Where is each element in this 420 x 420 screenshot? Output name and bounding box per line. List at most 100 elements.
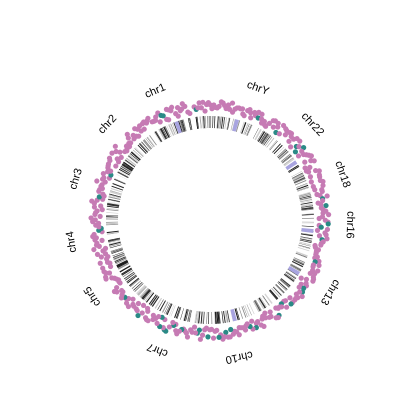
ideogram-band	[121, 267, 132, 275]
ideogram-band	[238, 307, 244, 319]
scatter-point	[306, 169, 312, 175]
ideogram-band	[294, 178, 306, 184]
ideogram-band	[108, 240, 121, 245]
ideogram-band	[286, 271, 297, 279]
ideogram-band	[254, 300, 262, 311]
ideogram-band	[271, 287, 281, 298]
scatter-point	[91, 231, 97, 238]
ideogram-band	[106, 224, 119, 226]
ideogram-band	[207, 116, 208, 129]
ideogram-band	[132, 149, 143, 159]
ideogram-band	[301, 221, 314, 223]
scatter-point	[157, 119, 163, 125]
ideogram-band	[259, 297, 267, 308]
scatter-point	[100, 171, 106, 177]
ideogram-band	[200, 311, 203, 324]
ideogram-band	[260, 296, 267, 308]
ideogram-band	[261, 134, 270, 145]
ideogram-band	[111, 185, 124, 191]
ideogram-band	[161, 301, 168, 313]
ideogram-band	[277, 282, 287, 291]
ideogram-band	[227, 117, 231, 130]
scatter-point	[128, 140, 134, 146]
ideogram-band	[300, 199, 313, 203]
ideogram-band	[114, 178, 126, 184]
scatter-point	[287, 295, 293, 301]
scatter-point	[109, 275, 115, 281]
ideogram-band	[300, 233, 313, 237]
scatter-point	[225, 102, 232, 108]
ideogram-band	[116, 259, 128, 266]
ideogram-band	[119, 168, 130, 176]
ideogram-band	[109, 193, 121, 198]
ideogram-band	[119, 265, 131, 273]
ideogram-band	[170, 123, 176, 135]
scatter-point	[319, 188, 325, 194]
ideogram-band	[241, 306, 247, 318]
ideogram-band	[269, 140, 278, 151]
ideogram-band	[139, 143, 149, 153]
ideogram-band	[115, 258, 127, 265]
ideogram-band	[273, 144, 283, 155]
scatter-point	[154, 320, 160, 326]
ideogram-band	[169, 124, 175, 136]
ideogram-band	[170, 305, 176, 317]
chromosome-label-chr2: chr2	[96, 113, 119, 137]
ideogram-band	[106, 230, 119, 234]
scatter-point	[111, 288, 118, 295]
scatter-point	[202, 108, 208, 114]
scatter-point	[298, 275, 304, 281]
scatter-point	[200, 99, 206, 105]
ideogram-band	[106, 218, 119, 220]
ideogram-band	[175, 306, 181, 319]
ideogram-band	[137, 144, 147, 154]
ideogram-band	[280, 279, 290, 288]
ideogram-band	[293, 258, 305, 265]
ideogram-band	[154, 297, 162, 309]
scatter-point	[302, 159, 308, 165]
ideogram-band	[189, 310, 193, 323]
ideogram-band	[269, 290, 278, 300]
scatter-point	[198, 105, 204, 111]
scatter-point	[119, 287, 125, 294]
scatter-point	[299, 293, 305, 300]
ideogram-band	[285, 271, 296, 280]
ideogram-band	[131, 280, 142, 289]
scatter-point	[88, 215, 94, 221]
ideogram-band	[162, 127, 168, 139]
scatter-point	[228, 326, 234, 333]
ideogram-band	[264, 136, 273, 147]
scatter-point	[130, 296, 136, 302]
centromere-band	[285, 160, 298, 171]
ideogram-band	[127, 275, 138, 284]
ideogram-band	[204, 116, 207, 129]
ideogram-band	[207, 116, 209, 129]
ideogram-band	[121, 165, 132, 173]
ideogram-band	[299, 193, 311, 198]
ideogram-band	[284, 273, 295, 281]
ideogram-band	[225, 310, 229, 323]
ideogram-band	[264, 293, 273, 304]
ideogram-band	[137, 285, 146, 295]
ideogram-band	[296, 251, 308, 257]
scatter-point	[318, 242, 324, 248]
ideogram-band	[300, 201, 313, 205]
ideogram-band	[292, 173, 304, 180]
ideogram-band	[257, 130, 264, 142]
ideogram-band	[110, 187, 123, 193]
ideogram-band	[107, 204, 120, 207]
scatter-point	[202, 327, 208, 333]
ideogram-band	[141, 289, 151, 299]
ideogram-band	[124, 160, 135, 168]
scatter-point	[98, 254, 104, 260]
ideogram-band	[161, 127, 168, 139]
ideogram-band	[298, 192, 311, 197]
ideogram-band	[208, 116, 210, 129]
ideogram-band	[180, 120, 185, 132]
scatter-point	[166, 324, 172, 330]
ideogram-band	[258, 297, 266, 309]
ideogram-band	[141, 141, 150, 151]
ideogram-band	[139, 288, 149, 298]
scatter-point	[320, 182, 326, 189]
ideogram-band	[275, 284, 285, 293]
